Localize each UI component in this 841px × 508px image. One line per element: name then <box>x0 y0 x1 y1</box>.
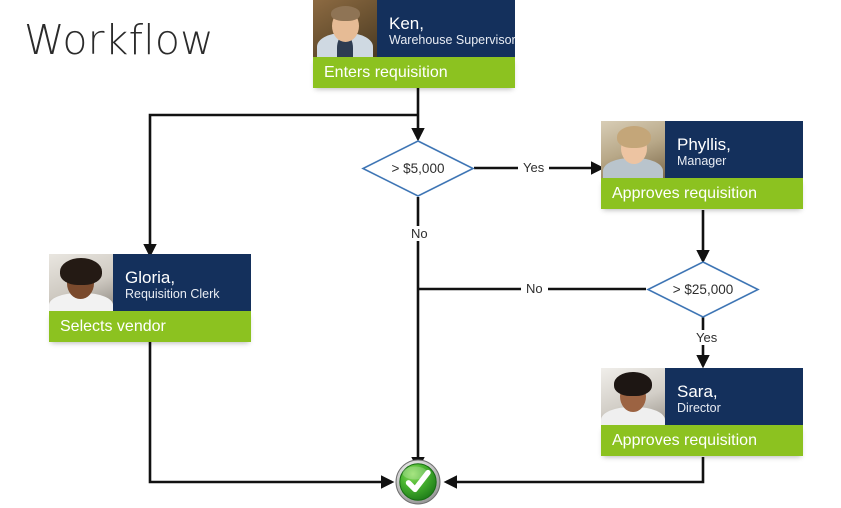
node-phyllis[interactable]: Phyllis, Manager Approves requisition <box>601 121 803 209</box>
decision-threshold-5000[interactable]: > $5,000 <box>361 140 475 197</box>
sara-identity: Sara, Director <box>665 368 803 425</box>
gloria-photo <box>49 254 113 311</box>
edge-label-decision2-yes: Yes <box>691 330 723 345</box>
gloria-identity: Gloria, Requisition Clerk <box>113 254 251 311</box>
sara-photo <box>601 368 665 425</box>
sara-card-header: Sara, Director <box>601 368 803 425</box>
edge-gloria-to-end <box>148 341 395 489</box>
ken-role: Warehouse Supervisor <box>389 33 515 48</box>
page-title: Workflow <box>24 16 214 64</box>
ken-photo <box>313 0 377 57</box>
edge-label-decision1-no: No <box>406 226 433 241</box>
edge-ken-to-gloria <box>143 113 418 258</box>
workflow-complete-node[interactable] <box>395 459 441 505</box>
sara-name: Sara, <box>677 382 718 402</box>
decision-5000-label: > $5,000 <box>391 161 445 176</box>
decision-25000-label: > $25,000 <box>672 282 734 297</box>
ken-card-header: Ken, Warehouse Supervisor <box>313 0 515 57</box>
node-sara[interactable]: Sara, Director Approves requisition <box>601 368 803 456</box>
phyllis-photo <box>601 121 665 178</box>
phyllis-action: Approves requisition <box>601 178 803 209</box>
sara-action: Approves requisition <box>601 425 803 456</box>
edge-sara-to-end <box>443 457 705 489</box>
node-ken[interactable]: Ken, Warehouse Supervisor Enters requisi… <box>313 0 515 88</box>
phyllis-identity: Phyllis, Manager <box>665 121 803 178</box>
gloria-action: Selects vendor <box>49 311 251 342</box>
gloria-name: Gloria, <box>125 268 176 288</box>
phyllis-name: Phyllis, <box>677 135 731 155</box>
edge-label-decision1-yes: Yes <box>518 160 550 175</box>
gloria-card-header: Gloria, Requisition Clerk <box>49 254 251 311</box>
ken-identity: Ken, Warehouse Supervisor <box>377 0 515 57</box>
check-circle-icon <box>395 459 441 505</box>
phyllis-role: Manager <box>677 154 727 169</box>
ken-name: Ken, <box>389 14 424 34</box>
node-gloria[interactable]: Gloria, Requisition Clerk Selects vendor <box>49 254 251 342</box>
sara-role: Director <box>677 401 721 416</box>
decision-threshold-25000[interactable]: > $25,000 <box>646 261 760 318</box>
gloria-role: Requisition Clerk <box>125 287 220 302</box>
ken-action: Enters requisition <box>313 57 515 88</box>
phyllis-card-header: Phyllis, Manager <box>601 121 803 178</box>
edge-label-decision2-no: No <box>521 281 548 296</box>
